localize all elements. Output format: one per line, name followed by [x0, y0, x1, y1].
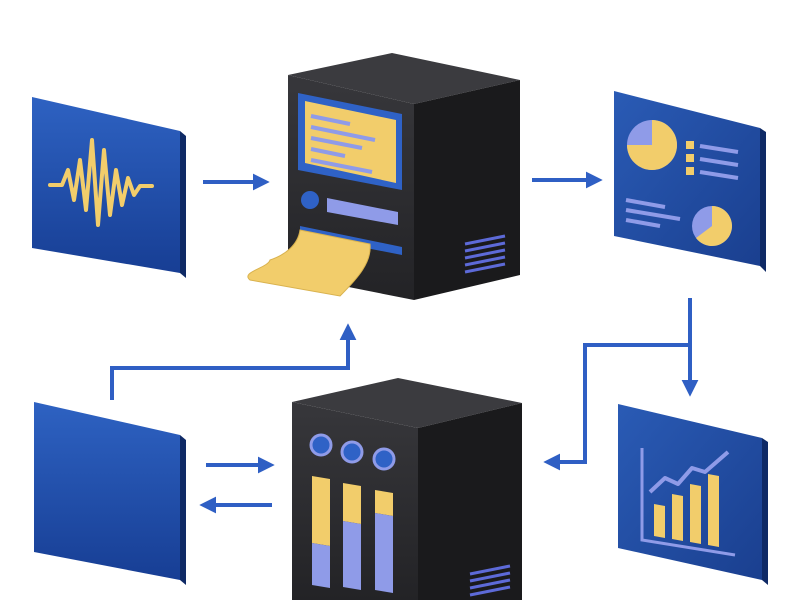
status-light-icon [309, 433, 396, 471]
paper-output-icon [247, 229, 371, 297]
report-panel [614, 91, 766, 272]
small-pie-icon [692, 206, 732, 246]
monitor-screen [298, 93, 402, 190]
growth-panel [618, 404, 768, 585]
drive-bay-icon [312, 476, 393, 593]
storage-server [292, 378, 522, 600]
vent-grille-icon [464, 234, 506, 274]
arrow-blank-to-print [110, 323, 357, 400]
power-button-icon [301, 191, 319, 209]
text-lines-icon [625, 198, 681, 228]
vent-grille-icon [469, 564, 511, 597]
blank-panel [34, 402, 186, 585]
pie-chart-icon [627, 120, 677, 170]
bar-chart-growth-icon [640, 448, 736, 557]
signal-panel [32, 97, 186, 278]
connector-report-branches [543, 298, 699, 471]
checklist-icon [686, 141, 739, 180]
waveform-icon [48, 138, 154, 227]
print-server [247, 53, 520, 300]
